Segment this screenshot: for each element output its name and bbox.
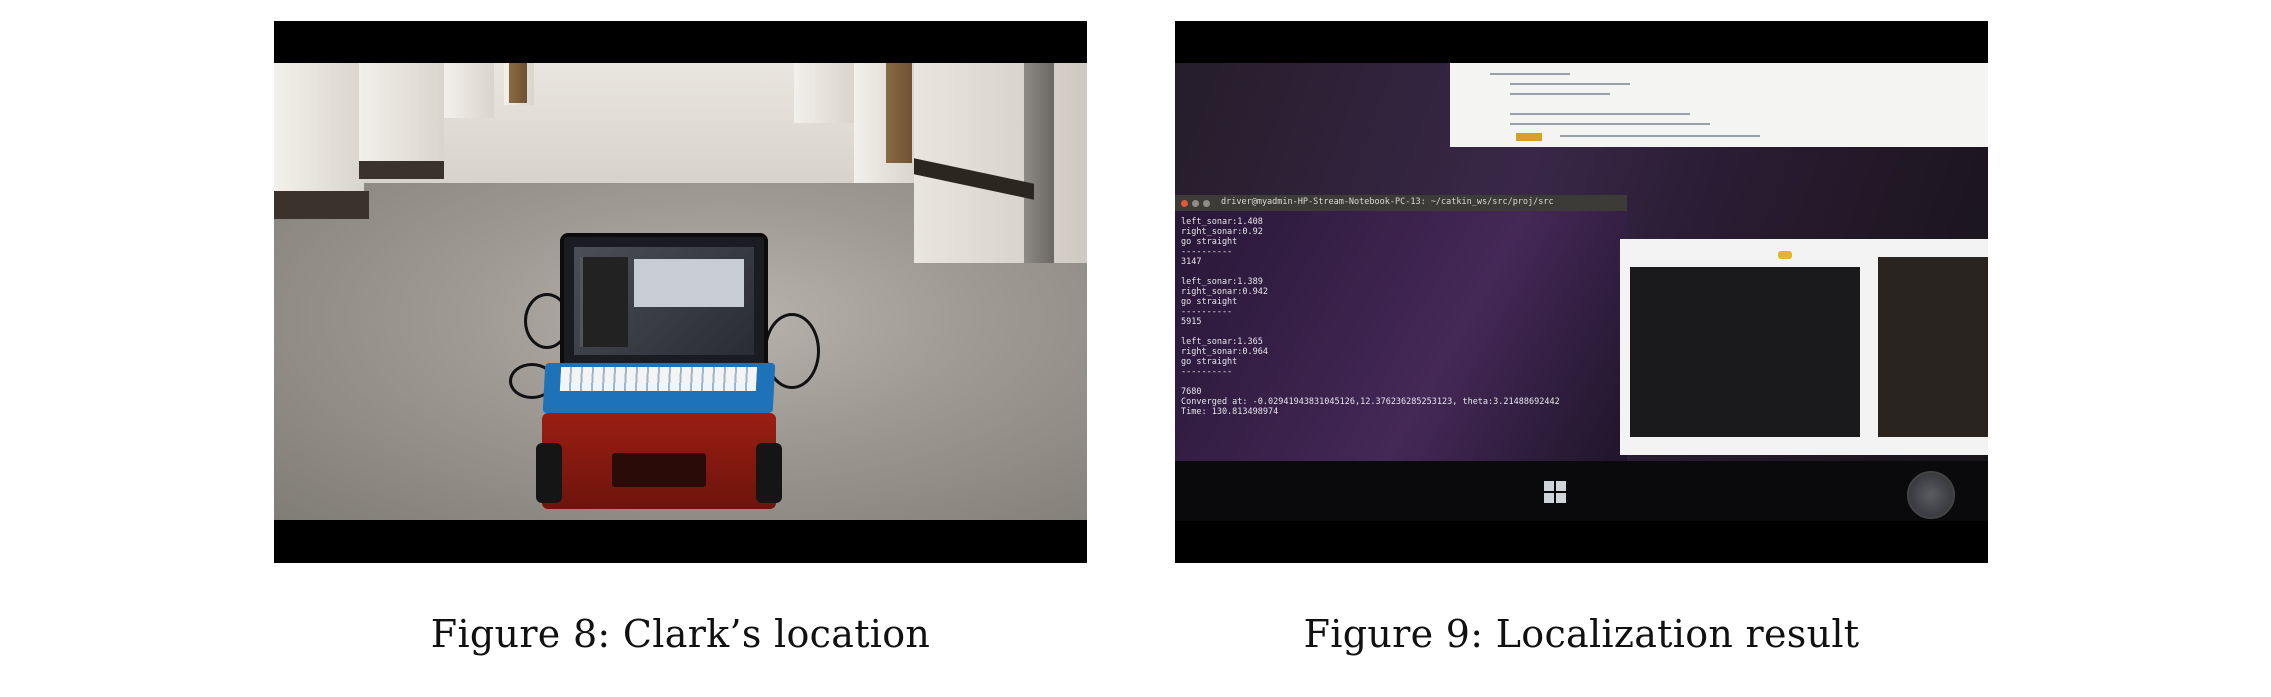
figure-8-photo — [274, 21, 1087, 563]
wall-pillar — [359, 63, 444, 163]
minimize-icon — [1192, 200, 1199, 207]
camera-button-icon — [1907, 471, 1955, 519]
terminal-line: right_sonar:0.942 — [1181, 287, 1268, 297]
robot-wheel — [536, 443, 562, 503]
wall-pillar — [444, 63, 494, 118]
robot-slot — [612, 453, 706, 487]
code-line — [1560, 135, 1760, 137]
right-wall — [914, 63, 1087, 263]
code-line — [1510, 93, 1610, 95]
hallway-door — [509, 63, 527, 103]
taskbar — [1175, 461, 1988, 521]
figure-8-caption: Figure 8: Clark’s location — [430, 612, 931, 656]
terminal-line: 5915 — [1181, 317, 1202, 327]
laptop-screen — [560, 233, 768, 371]
terminal-line: Time: 130.813498974 — [1181, 407, 1279, 417]
windows-logo-icon — [1544, 481, 1566, 503]
code-line — [1490, 73, 1570, 75]
maximize-icon — [1203, 200, 1210, 207]
laptop-keys — [559, 367, 758, 391]
map-region — [1878, 257, 1988, 437]
laptop-window — [634, 259, 744, 307]
terminal-line — [1181, 377, 1560, 387]
wall-pillar — [274, 63, 364, 193]
code-line — [1510, 123, 1710, 125]
terminal-line: left_sonar:1.389 — [1181, 277, 1263, 287]
code-keyword-print — [1516, 133, 1542, 141]
terminal-line: ---------- — [1181, 367, 1233, 377]
code-line — [1510, 83, 1630, 85]
terminal-line: right_sonar:0.964 — [1181, 347, 1268, 357]
robot-wheel — [756, 443, 782, 503]
terminal-line: go straight — [1181, 357, 1238, 367]
laptop-display — [574, 247, 754, 355]
terminal-line: 7680 — [1181, 387, 1202, 397]
code-line — [1510, 113, 1690, 115]
terminal-line: go straight — [1181, 297, 1238, 307]
pillar-baseboard — [359, 161, 444, 179]
terminal-line: ---------- — [1181, 307, 1233, 317]
terminal-line: ---------- — [1181, 247, 1233, 257]
terminal-title-bar: driver@myadmin-HP-Stream-Notebook-PC-13:… — [1175, 195, 1627, 211]
hallway-scene — [274, 63, 1087, 520]
terminal-title: driver@myadmin-HP-Stream-Notebook-PC-13:… — [1221, 197, 1554, 207]
laptop-terminal — [580, 257, 628, 347]
robot-marker-icon — [1778, 251, 1792, 259]
terminal-line — [1181, 267, 1560, 277]
terminal-line: go straight — [1181, 237, 1238, 247]
robot-base — [536, 413, 782, 509]
laptop-screen-scene: driver@myadmin-HP-Stream-Notebook-PC-13:… — [1175, 63, 1988, 521]
laptop-keyboard-base — [542, 363, 776, 413]
door-frame — [1024, 63, 1054, 263]
code-editor-window — [1450, 63, 1988, 147]
wall-pillar — [794, 63, 854, 123]
figure-9-photo: driver@myadmin-HP-Stream-Notebook-PC-13:… — [1175, 21, 1988, 563]
terminal-line: Converged at: -0.02941943831045126,12.37… — [1181, 397, 1560, 407]
localization-map — [1620, 239, 1988, 455]
hallway-door — [886, 63, 912, 163]
terminal-line: left_sonar:1.408 — [1181, 217, 1263, 227]
terminal-window: driver@myadmin-HP-Stream-Notebook-PC-13:… — [1175, 195, 1627, 461]
terminal-line — [1181, 327, 1560, 337]
close-icon — [1181, 200, 1188, 207]
terminal-line: 3147 — [1181, 257, 1202, 267]
terminal-line: right_sonar:0.92 — [1181, 227, 1263, 237]
terminal-line: left_sonar:1.365 — [1181, 337, 1263, 347]
pillar-baseboard — [274, 191, 369, 219]
figure-9-caption: Figure 9: Localization result — [1303, 612, 1860, 656]
map-region — [1630, 267, 1860, 437]
